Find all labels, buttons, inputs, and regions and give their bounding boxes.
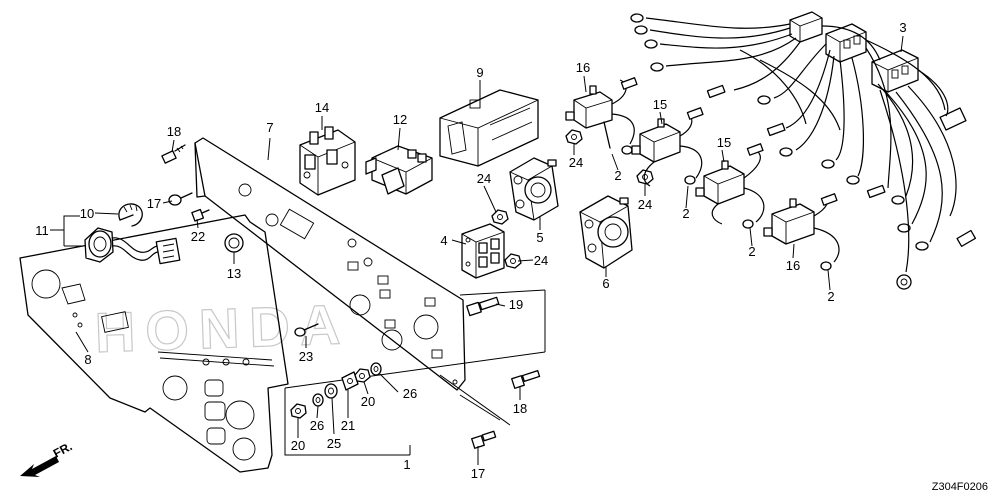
clamp-10 — [118, 203, 143, 227]
terminal-21 — [341, 371, 359, 391]
callout-14: 14 — [315, 100, 329, 115]
callout-26: 26 — [310, 418, 324, 433]
callout-5: 5 — [536, 230, 543, 245]
protector-15-bottom — [695, 143, 765, 229]
callout-2: 2 — [827, 289, 834, 304]
callout-2: 2 — [748, 244, 755, 259]
callout-3: 3 — [899, 20, 906, 35]
protector-16-top — [565, 77, 638, 155]
protector-16-bottom — [763, 193, 840, 271]
callout-8: 8 — [84, 352, 91, 367]
figure-code: Z304F0206 — [932, 481, 988, 493]
nut-24-left — [491, 209, 509, 225]
switch-12 — [365, 145, 433, 195]
nut-24-top — [565, 129, 583, 145]
nut-24-bottom — [504, 253, 522, 269]
callout-24: 24 — [477, 171, 491, 186]
callout-24: 24 — [638, 197, 652, 212]
nut-20-left — [290, 403, 307, 419]
callout-26: 26 — [403, 386, 417, 401]
nut-20-right — [354, 368, 371, 383]
callout-7: 7 — [266, 120, 273, 135]
callout-20: 20 — [361, 394, 375, 409]
screw-17-bottom — [471, 430, 497, 449]
callout-18: 18 — [513, 401, 527, 416]
receptacle-5 — [509, 157, 559, 221]
callout-10: 10 — [80, 206, 94, 221]
switch-11 — [84, 227, 181, 265]
breaker-14 — [299, 126, 356, 196]
screw-17-left — [168, 192, 193, 206]
callout-24: 24 — [569, 155, 583, 170]
washer-25 — [324, 383, 338, 399]
callout-17: 17 — [147, 196, 161, 211]
front-panel — [19, 214, 289, 473]
screw-18-top — [161, 144, 186, 164]
callout-labels: 1 2 2 2 2 3 4 5 6 7 8 9 10 11 12 13 14 1… — [35, 20, 906, 481]
callout-6: 6 — [602, 276, 609, 291]
back-plate — [194, 137, 466, 391]
bolt-18-right — [511, 370, 541, 389]
callout-12: 12 — [393, 112, 407, 127]
wire-harness-3 — [630, 11, 977, 290]
receptacle-6 — [579, 195, 633, 269]
callout-25: 25 — [327, 436, 341, 451]
screw-23 — [294, 323, 319, 337]
callout-1: 1 — [403, 457, 410, 472]
receptacle-4 — [461, 223, 505, 279]
callout-20: 20 — [291, 438, 305, 453]
callout-17: 17 — [471, 466, 485, 481]
cover-9 — [439, 89, 539, 167]
callout-21: 21 — [341, 418, 355, 433]
callout-23: 23 — [299, 349, 313, 364]
leader-lines — [50, 35, 904, 465]
callout-4: 4 — [440, 233, 447, 248]
callout-15: 15 — [653, 97, 667, 112]
screw-22 — [191, 208, 210, 222]
callout-24: 24 — [534, 253, 548, 268]
callout-2: 2 — [682, 206, 689, 221]
washer-26-right — [370, 362, 382, 376]
callout-22: 22 — [191, 229, 205, 244]
front-direction-arrow: FR. — [20, 439, 74, 477]
callout-15: 15 — [717, 135, 731, 150]
callout-18: 18 — [167, 124, 181, 139]
callout-11: 11 — [35, 223, 49, 238]
washer-26-left — [312, 393, 324, 407]
callout-16: 16 — [786, 258, 800, 273]
callout-2: 2 — [614, 168, 621, 183]
grommet-13 — [224, 233, 244, 253]
protector-15-top — [631, 107, 704, 187]
bolt-19 — [466, 296, 500, 317]
callout-16: 16 — [576, 60, 590, 75]
callout-13: 13 — [227, 266, 241, 281]
callout-9: 9 — [476, 65, 483, 80]
callout-19: 19 — [509, 297, 523, 312]
